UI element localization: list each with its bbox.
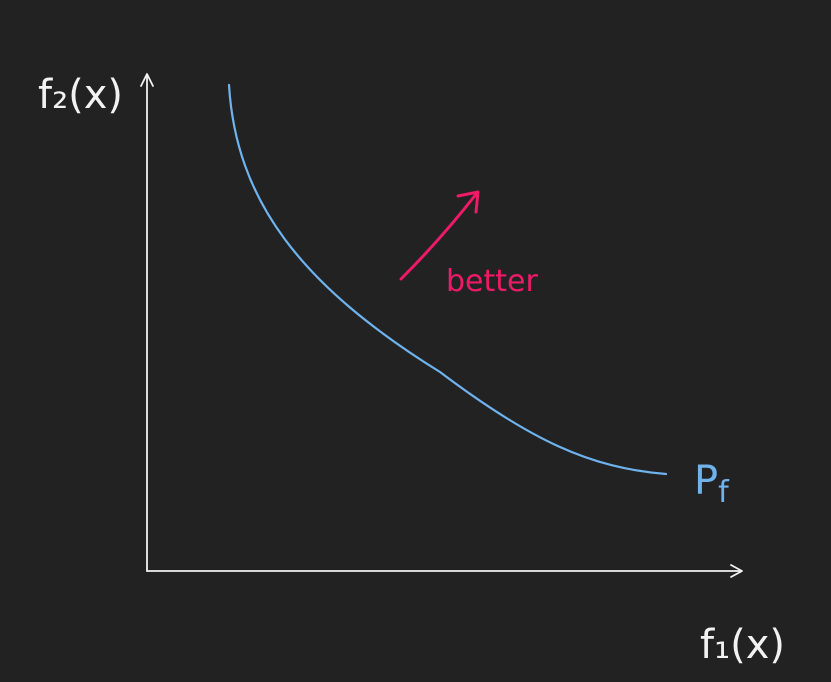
y-axis <box>140 73 154 572</box>
better-label: better <box>446 264 538 299</box>
x-axis <box>146 564 743 578</box>
pareto-front-curve <box>227 83 668 476</box>
pareto-front-label: Pf <box>694 458 730 510</box>
better-arrow-head <box>456 190 480 214</box>
y-axis-arrowhead <box>140 73 154 87</box>
x-axis-label: f₁(x) <box>700 622 785 668</box>
pareto-front-label-sub: f <box>718 475 730 510</box>
better-arrow <box>399 190 480 281</box>
x-axis-arrowhead <box>730 564 743 578</box>
y-axis-label: f₂(x) <box>38 72 123 118</box>
pareto-front-label-main: P <box>694 458 718 504</box>
better-arrow-shaft <box>399 191 479 281</box>
